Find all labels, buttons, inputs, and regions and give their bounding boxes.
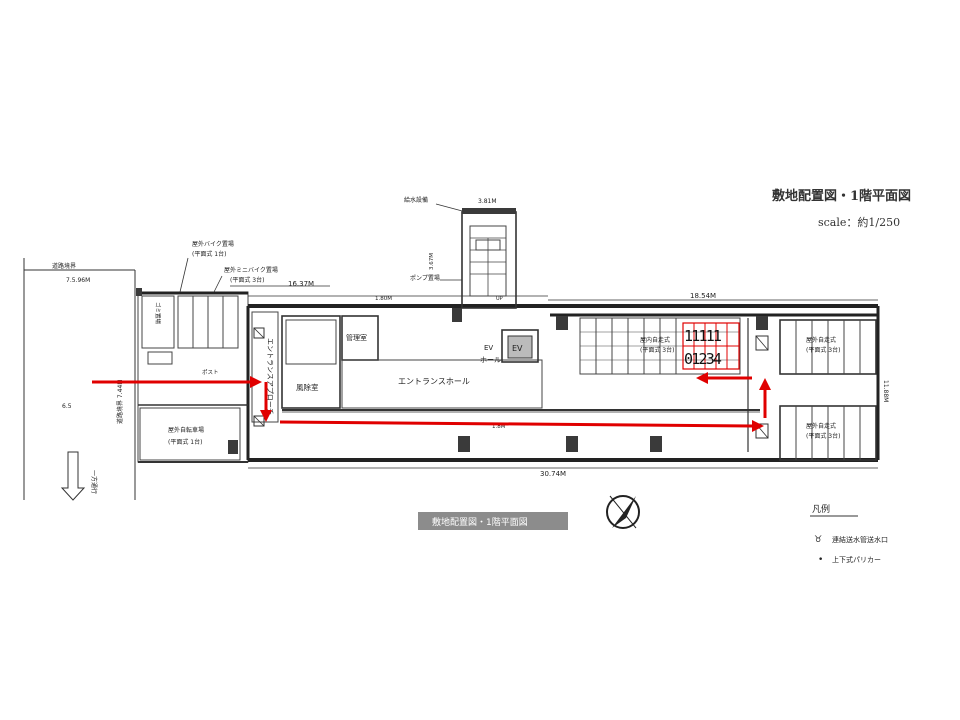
left-wing: ゴミ置場 屋外自転車場 (平面式 1台) 屋外バイク置場 (平面式 1台) 屋外… [139, 240, 278, 461]
parking-r2-sub-label: (平面式 3台) [806, 432, 840, 440]
one-way-arrow-icon [60, 451, 86, 501]
route-arrow-3 [279, 420, 753, 428]
route-arrow-5-head [696, 372, 708, 384]
legend-heading: 凡例 [812, 503, 830, 515]
route-arrow-1-head [250, 376, 262, 388]
minibike-sub-label: (平面式 3台) [230, 276, 264, 284]
caption-text: 敷地配置図・1階平面図 [432, 516, 528, 528]
stair-up-label: UP [496, 296, 503, 302]
dim-30-74: 30.74M [540, 470, 566, 478]
dim-mid: 1.8M [492, 424, 506, 430]
parking-mid-label: 屋内自走式 [640, 336, 670, 344]
dim-16-37: 16.37M [288, 280, 314, 288]
route-arrow-2-head [260, 410, 272, 422]
entrance-hall-label: エントランスホール [398, 377, 470, 386]
approach-column: エントランスアプローチ [251, 311, 279, 427]
bicycle-parking [139, 407, 241, 461]
bike-top-label: 屋外バイク置場 [192, 240, 234, 248]
dimension-lines: 18.54M 30.74M 16.37M 3.81M 1.80M 1.8M 11… [230, 198, 889, 478]
parking-r2-label: 屋外自走式 [806, 422, 836, 430]
trash-label: ゴミ置場 [154, 302, 162, 325]
ev-hall-label-2: ホール [480, 356, 501, 364]
stair-tower: UP 給水設備 ポンプ置場 3.67M [404, 196, 517, 309]
legend-symbol-2: • [818, 555, 823, 565]
fuju-room [281, 315, 341, 409]
kanri-label: 管理室 [346, 333, 367, 342]
plan-scale: scale：約1/250 [818, 215, 900, 229]
bicycle-sub-label: (平面式 1台) [168, 438, 202, 446]
legend-label-2: 上下式パリカー [832, 555, 881, 564]
right-vertical-dim: 11.88M [882, 380, 889, 402]
parking-mid-sub-label: (平面式 3台) [640, 346, 674, 354]
road-small-label: 6.5 [62, 403, 72, 410]
interior-rooms: 風除室 管理室 エントランスホール EV ホール EV [281, 315, 760, 413]
approach-label: エントランスアプローチ [266, 338, 274, 415]
ev-hall-label: EV [484, 344, 493, 352]
north-compass-icon [606, 495, 640, 529]
legend-label-1: 連結送水管送水口 [832, 535, 888, 544]
ev-shaft [501, 329, 539, 363]
minibike-label: 屋外ミニバイク置場 [224, 266, 278, 274]
legend-symbol-1: ♉ [814, 535, 822, 545]
pump-label: ポンプ置場 [410, 274, 440, 282]
annotation-number-bottom: 01234 [684, 350, 722, 368]
road-boundary-dim: 7.5.96M [66, 277, 90, 284]
dim-18-54: 18.54M [690, 292, 716, 300]
ev-label: EV [512, 344, 523, 353]
trash-room [141, 295, 175, 349]
parking-r1-sub-label: (平面式 3台) [806, 346, 840, 354]
pump-vertical-dim: 3.67M [429, 253, 435, 270]
legend: 凡例 ♉ 連結送水管送水口 • 上下式パリカー [810, 503, 888, 565]
fuju-label: 風除室 [296, 382, 319, 392]
dim-3-81: 3.81M [478, 198, 497, 205]
left-vertical-dim: 道路境界 7.44M [116, 380, 124, 424]
number-annotation: 11111 01234 [682, 322, 740, 370]
route-arrow-3-head [752, 420, 764, 432]
bike-top-sub-label: (平面式 1台) [192, 250, 226, 258]
outdoor-parking-right: 屋外自走式 (平面式 3台) 屋外自走式 (平面式 3台) [779, 319, 877, 461]
building-outline [137, 291, 880, 463]
bicycle-label: 屋外自転車場 [168, 426, 204, 434]
caption-box: 敷地配置図・1階平面図 [418, 512, 568, 530]
annotation-number-top: 11111 [684, 327, 722, 345]
dim-inner: 1.80M [375, 296, 392, 302]
parking-r1-label: 屋外自走式 [806, 336, 836, 344]
structural-pillars [136, 288, 768, 454]
indoor-parking: 屋内自走式 (平面式 3台) [579, 317, 769, 452]
one-way-label: 一方通行 [90, 470, 98, 494]
route-arrows [92, 372, 771, 432]
mailbox-label: ポスト [202, 369, 219, 376]
site-left-boundary: 道路境界 7.5.96M 6.5 道路境界 7.44M 一方通行 [23, 258, 136, 501]
kyusui-label: 給水設備 [404, 196, 428, 204]
road-boundary-label: 道路境界 [52, 262, 76, 270]
entrance-hall [341, 359, 543, 409]
route-arrow-4-head [759, 378, 771, 390]
plan-title: 敷地配置図・1階平面図 [772, 188, 911, 204]
